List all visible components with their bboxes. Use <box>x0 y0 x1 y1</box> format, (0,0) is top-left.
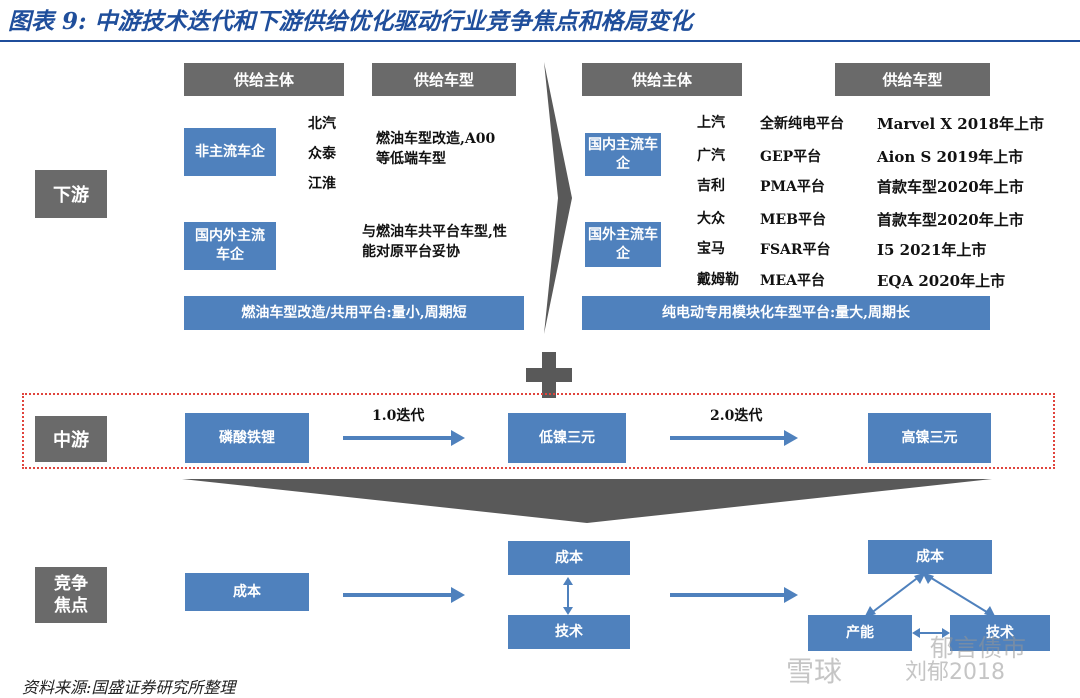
model-label: Marvel X 2018年上市 <box>877 115 1045 133</box>
tech-box: 技术 <box>950 615 1050 651</box>
non-mainstream-model-text: 燃油车型改造,A00等低端车型 <box>376 131 496 167</box>
figure-title: 图表 9: 中游技术迭代和下游供给优化驱动行业竞争焦点和格局变化 <box>8 8 693 35</box>
maker-label: 大众 <box>697 211 725 227</box>
title-rule <box>0 40 1080 42</box>
model-label: 首款车型2020年上市 <box>877 178 1024 196</box>
plus-icon <box>526 352 572 398</box>
foreign-box: 国外主流车企 <box>585 222 661 267</box>
model-label: 首款车型2020年上市 <box>877 211 1024 229</box>
right-header-supplier: 供给主体 <box>582 63 742 96</box>
left-header-model: 供给车型 <box>372 63 516 96</box>
cost-box: 成本 <box>185 573 309 611</box>
watermark-sub: 刘郁2018 <box>905 660 1005 685</box>
platform-label: MEB平台 <box>760 212 827 228</box>
row-label-competition: 竞争 焦点 <box>35 567 107 623</box>
midstream-frame <box>22 393 1055 469</box>
platform-label: 全新纯电平台 <box>760 116 844 132</box>
maker-label: 江淮 <box>308 176 336 192</box>
watermark-text: 郁言债市 <box>930 634 1026 662</box>
maker-label: 上汽 <box>697 115 725 131</box>
mainstream-box: 国内外主流车企 <box>184 222 276 270</box>
mainstream-model-text: 与燃油车共平台车型,性能对原平台妥协 <box>362 224 507 260</box>
row-label-midstream: 中游 <box>35 416 107 462</box>
funnel-shape <box>182 479 992 523</box>
platform-label: PMA平台 <box>760 179 825 195</box>
bidirectional-arrow-icon <box>563 577 573 615</box>
right-header-model: 供给车型 <box>835 63 990 96</box>
model-label: EQA 2020年上市 <box>877 272 1006 290</box>
chevron-arrow-icon <box>544 62 572 334</box>
left-header-supplier: 供给主体 <box>184 63 344 96</box>
maker-label: 宝马 <box>697 241 725 257</box>
low-nickel-box: 低镍三元 <box>508 413 626 463</box>
domestic-box: 国内主流车企 <box>585 133 661 176</box>
maker-label: 众泰 <box>308 146 336 162</box>
iteration-label: 2.0迭代 <box>710 408 763 424</box>
arrow-right-icon <box>670 430 798 446</box>
iteration-label: 1.0迭代 <box>372 408 425 424</box>
capacity-box: 产能 <box>808 615 912 651</box>
cost-box: 成本 <box>868 540 992 574</box>
maker-label: 戴姆勒 <box>697 272 739 288</box>
high-nickel-box: 高镍三元 <box>868 413 991 463</box>
cost-box: 成本 <box>508 541 630 575</box>
right-summary-bar: 纯电动专用模块化车型平台:量大,周期长 <box>582 296 990 330</box>
lfp-box: 磷酸铁锂 <box>185 413 309 463</box>
bidirectional-arrow-icon <box>912 628 950 638</box>
tech-box: 技术 <box>508 615 630 649</box>
watermark-logo: 雪球 <box>786 655 843 688</box>
platform-label: FSAR平台 <box>760 242 831 258</box>
row-label-downstream: 下游 <box>35 170 107 218</box>
model-label: Aion S 2019年上市 <box>877 148 1024 166</box>
arrow-right-icon <box>343 587 465 603</box>
model-label: I5 2021年上市 <box>877 241 987 259</box>
maker-label: 吉利 <box>697 178 725 194</box>
arrow-right-icon <box>670 587 798 603</box>
platform-label: GEP平台 <box>760 149 822 165</box>
maker-label: 广汽 <box>697 148 725 164</box>
arrow-right-icon <box>343 430 465 446</box>
platform-label: MEA平台 <box>760 273 826 289</box>
non-mainstream-box: 非主流车企 <box>184 128 276 176</box>
maker-label: 北汽 <box>308 116 336 132</box>
source-note: 资料来源:国盛证券研究所整理 <box>22 678 236 697</box>
left-summary-bar: 燃油车型改造/共用平台:量小,周期短 <box>184 296 524 330</box>
